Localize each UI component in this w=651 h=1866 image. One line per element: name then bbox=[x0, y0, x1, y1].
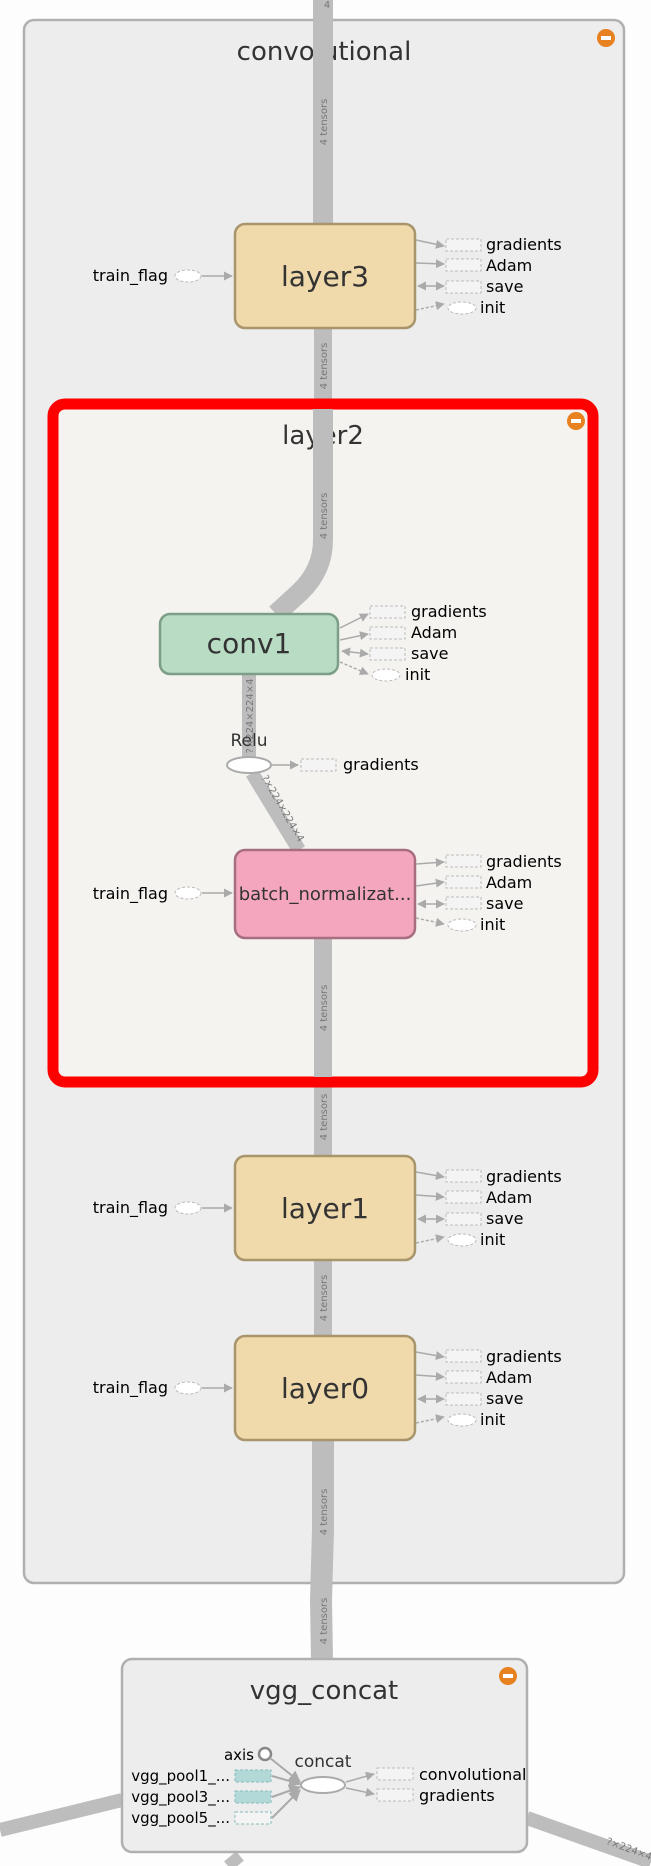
aux-save-label: save bbox=[486, 277, 523, 296]
aux-gradients-label: gradients bbox=[486, 852, 562, 871]
layer0-node[interactable]: layer0 bbox=[233, 1334, 417, 1442]
aux-gradients-label: gradients bbox=[486, 235, 562, 254]
edge-label-tensors: 4 tensors bbox=[319, 985, 330, 1032]
aux-adam-label: Adam bbox=[411, 623, 457, 642]
collapse-icon[interactable] bbox=[567, 412, 585, 430]
layer0-aux[interactable]: gradients Adam save init bbox=[415, 1347, 562, 1429]
relu-label: Relu bbox=[230, 731, 267, 751]
edge-label-tensors: 4 tensors bbox=[319, 1489, 330, 1536]
bn-aux[interactable]: gradients Adam save init bbox=[415, 852, 562, 934]
aux-gradients-label: gradients bbox=[486, 1347, 562, 1366]
vgg-pool1-label: vgg_pool1_... bbox=[131, 1767, 230, 1786]
aux-init-label: init bbox=[480, 1230, 505, 1249]
axis-label: axis bbox=[224, 1746, 254, 1764]
train-flag-label: train_flag bbox=[93, 884, 168, 904]
edge-label-tensors: 4 tensors bbox=[319, 1094, 330, 1141]
conv1-aux[interactable]: gradients Adam save init bbox=[339, 602, 487, 684]
train-flag-label: train_flag bbox=[93, 1198, 168, 1218]
aux-save-label: save bbox=[411, 644, 448, 663]
collapse-icon[interactable] bbox=[597, 29, 615, 47]
aux-init-label: init bbox=[480, 298, 505, 317]
edge-label-conv1-relu: ?×224×224×4 bbox=[245, 679, 256, 754]
layer3-label: layer3 bbox=[281, 260, 369, 293]
edge-layer0-out bbox=[309, 1440, 334, 1661]
conv1-node[interactable]: conv1 bbox=[158, 612, 340, 676]
layer1-train-flag[interactable]: train_flag bbox=[93, 1198, 233, 1218]
edge-vgg-right bbox=[524, 1811, 651, 1866]
batch-norm-label: batch_normalizat... bbox=[239, 884, 412, 905]
bn-train-flag[interactable]: train_flag bbox=[93, 884, 233, 904]
relu-node[interactable]: Relu bbox=[226, 731, 272, 774]
edge-label-tensors: 4 tensors bbox=[319, 1275, 330, 1322]
concat-aux[interactable]: convolutional gradients bbox=[345, 1765, 526, 1805]
edge-label-tensors: 4 tensors bbox=[319, 99, 330, 146]
layer3-aux[interactable]: gradients Adam save init bbox=[415, 235, 562, 317]
layer1-node[interactable]: layer1 bbox=[233, 1154, 417, 1262]
layer1-label: layer1 bbox=[281, 1192, 369, 1225]
layer3-train-flag[interactable]: train_flag bbox=[93, 266, 233, 286]
aux-gradients-label: gradients bbox=[486, 1167, 562, 1186]
edge-vgg-left bbox=[0, 1793, 124, 1837]
train-flag-label: train_flag bbox=[93, 266, 168, 286]
aux-adam-label: Adam bbox=[486, 1188, 532, 1207]
edge-label-tensors: 4 tensors bbox=[319, 343, 330, 390]
layer0-label: layer0 bbox=[281, 1372, 369, 1405]
aux-save-label: save bbox=[486, 1209, 523, 1228]
aux-adam-label: Adam bbox=[486, 873, 532, 892]
aux-gradients-label: gradients bbox=[343, 755, 419, 774]
batch-norm-node[interactable]: batch_normalizat... bbox=[233, 848, 417, 940]
edge-vgg-bottom bbox=[224, 1851, 244, 1866]
collapse-icon[interactable] bbox=[499, 1667, 517, 1685]
concat-node[interactable]: concat bbox=[295, 1752, 352, 1794]
aux-save-label: save bbox=[486, 1389, 523, 1408]
aux-init-label: init bbox=[480, 1410, 505, 1429]
relu-aux[interactable]: gradients bbox=[272, 755, 419, 774]
concat-label: concat bbox=[295, 1752, 352, 1772]
aux-init-label: init bbox=[405, 665, 430, 684]
aux-gradients-label: gradients bbox=[411, 602, 487, 621]
aux-init-label: init bbox=[480, 915, 505, 934]
layer3-node[interactable]: layer3 bbox=[233, 222, 417, 330]
vgg-concat-inputs[interactable]: axis vgg_pool1_... vgg_pool3_... vgg_poo… bbox=[131, 1746, 302, 1828]
out-convolutional-label: convolutional bbox=[419, 1765, 526, 1784]
aux-adam-label: Adam bbox=[486, 256, 532, 275]
out-gradients-label: gradients bbox=[419, 1786, 495, 1805]
edge-label-tensors: 4 tensors bbox=[319, 1598, 330, 1645]
conv1-label: conv1 bbox=[207, 627, 292, 660]
aux-save-label: save bbox=[486, 894, 523, 913]
aux-adam-label: Adam bbox=[486, 1368, 532, 1387]
group-vgg-concat[interactable]: vgg_concat bbox=[120, 1657, 529, 1854]
vgg-pool3-label: vgg_pool3_... bbox=[131, 1788, 230, 1807]
edge-label-top: 4 bbox=[324, 0, 330, 11]
layer1-aux[interactable]: gradients Adam save init bbox=[415, 1167, 562, 1249]
group-title-vgg-concat: vgg_concat bbox=[250, 1676, 399, 1706]
layer0-train-flag[interactable]: train_flag bbox=[93, 1378, 233, 1398]
train-flag-label: train_flag bbox=[93, 1378, 168, 1398]
vgg-pool5-label: vgg_pool5_... bbox=[131, 1809, 230, 1828]
edge-label-tensors: 4 tensors bbox=[319, 493, 330, 540]
group-layer2[interactable]: layer2 bbox=[47, 398, 599, 1088]
